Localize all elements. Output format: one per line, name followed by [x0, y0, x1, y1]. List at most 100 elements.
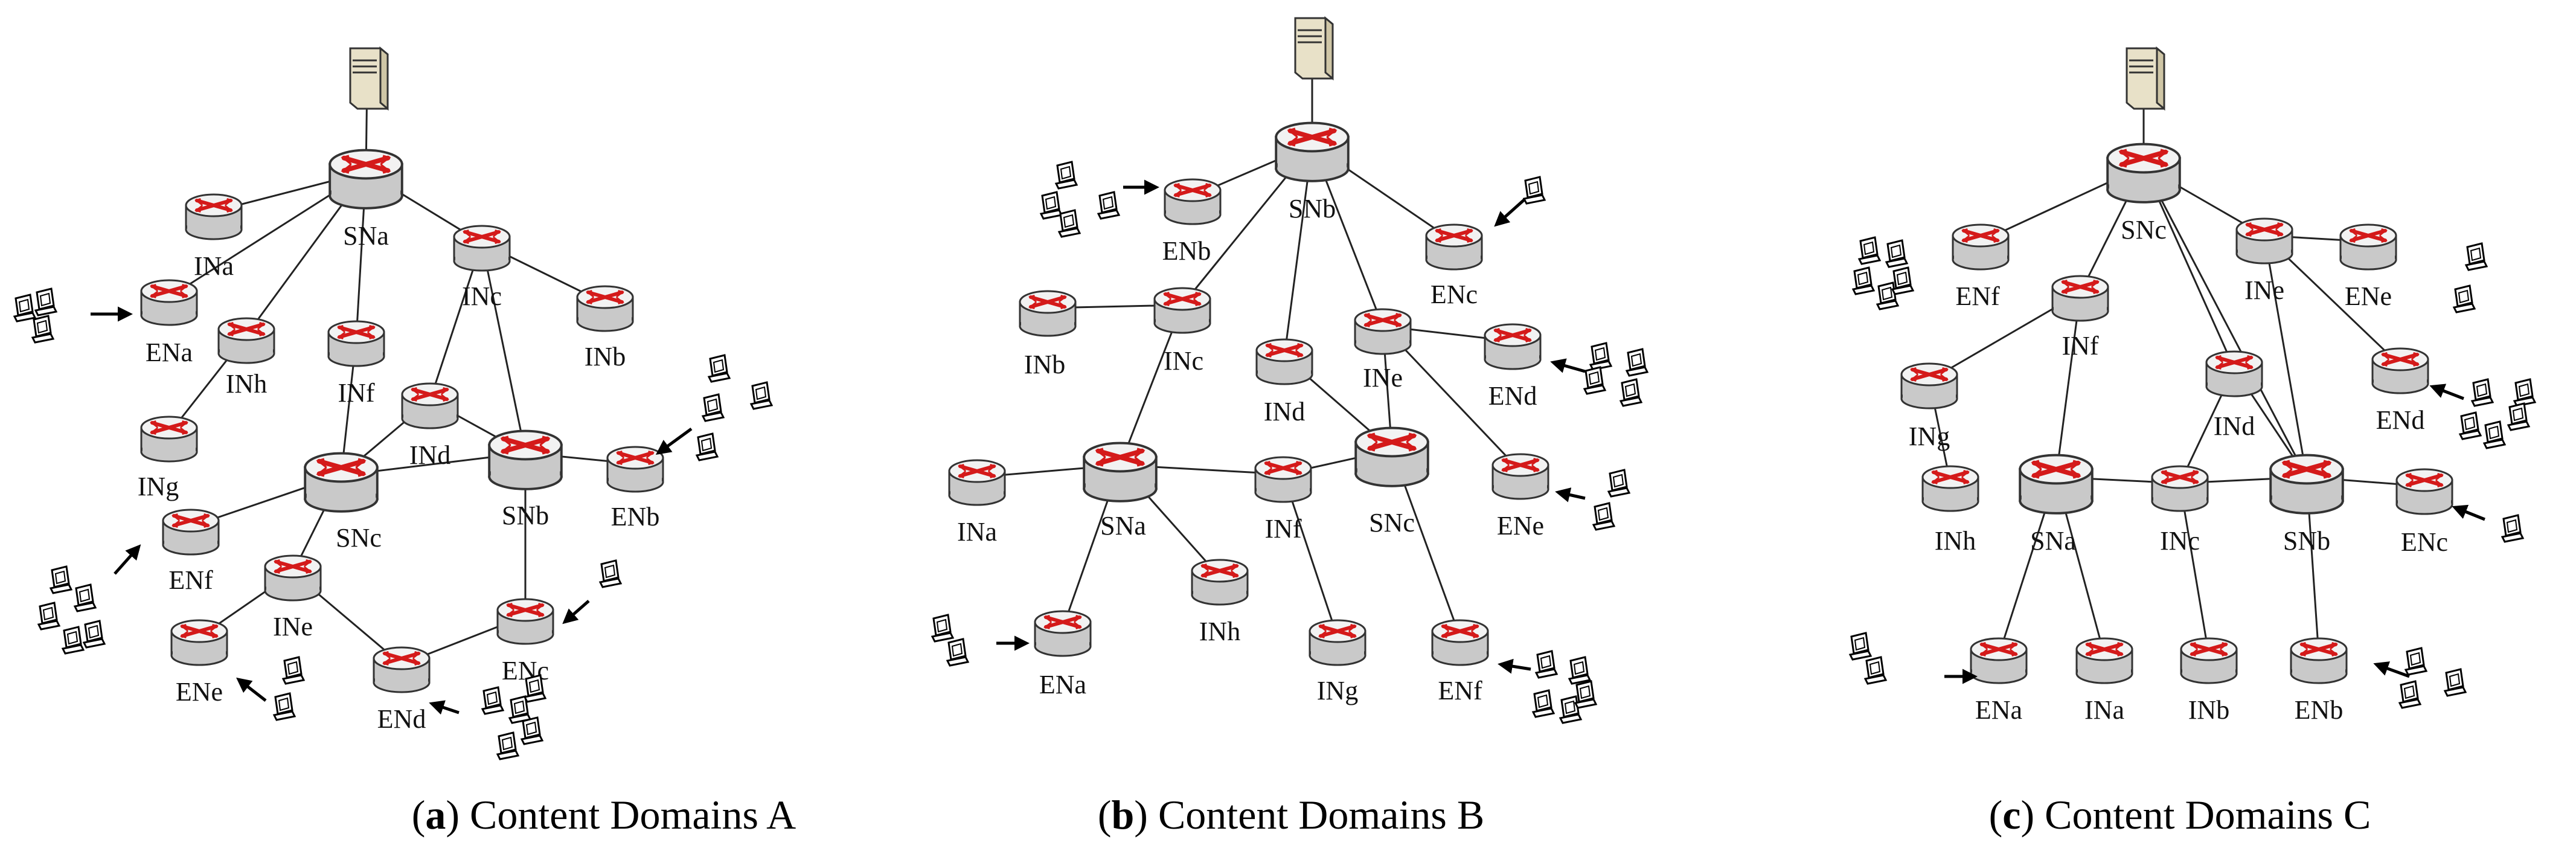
router-icon [498, 599, 553, 644]
arrow-icon [562, 600, 590, 624]
client-computer-icon [273, 692, 296, 721]
node-label-INe: INe [2244, 275, 2284, 305]
node-label-ENf: ENf [168, 565, 213, 595]
router-icon [1971, 638, 2027, 683]
client-computer-icon [1055, 161, 1078, 190]
node-label-INg: INg [1317, 676, 1358, 705]
client-computer-icon [1852, 266, 1875, 295]
server-icon [2126, 47, 2165, 110]
server-icon [1294, 17, 1334, 80]
arrow-icon [114, 544, 141, 575]
router-icon [328, 321, 384, 366]
client-computer-icon [2465, 242, 2488, 271]
router-icon [2397, 469, 2452, 514]
node-label-INc: INc [2160, 526, 2200, 556]
node-label-INd: INd [2214, 411, 2255, 441]
client-computer-icon [708, 354, 731, 383]
node-label-ENb: ENb [611, 502, 660, 531]
caption-c-text: Content Domains C [2045, 792, 2371, 838]
router-icon [2237, 219, 2292, 263]
router-icon [1020, 291, 1075, 336]
node-label-SNa: SNa [343, 221, 389, 251]
node-label-INd: INd [1264, 397, 1305, 426]
client-computer-icon [1864, 656, 1887, 685]
node-label-INe: INe [273, 612, 313, 641]
client-computer-icon [1626, 348, 1648, 377]
client-computer-icon [1885, 239, 1908, 268]
client-computer-icon [34, 287, 57, 316]
node-label-ENd: ENd [377, 704, 426, 734]
link-INe-SNb [2263, 235, 2308, 478]
client-computer-icon [702, 393, 725, 422]
client-computer-icon [13, 294, 36, 323]
router-icon [141, 417, 197, 461]
router-icon [1084, 443, 1156, 501]
router-icon [1035, 611, 1091, 656]
node-label-INg: INg [138, 472, 179, 501]
node-label-INc: INc [1164, 346, 1203, 376]
client-computer-icon [1607, 469, 1630, 498]
node-label-ENe: ENe [2345, 281, 2392, 311]
client-computer-icon [1574, 680, 1597, 709]
client-computer-icon [1535, 650, 1558, 679]
client-computer-icon [599, 559, 622, 588]
node-label-INh: INh [226, 369, 267, 399]
node-label-INb: INb [1024, 350, 1065, 379]
router-icon [2107, 144, 2180, 202]
caption-b: (b) Content Domains B [1098, 792, 1484, 838]
client-computer-icon [37, 602, 60, 631]
arrow-icon [655, 427, 693, 455]
node-label-ENd: ENd [1488, 381, 1537, 411]
node-label-INa: INa [2084, 695, 2124, 725]
node-label-INe: INe [1363, 363, 1403, 393]
router-icon [2077, 638, 2132, 683]
client-computer-icon [74, 583, 97, 612]
client-computer-icon [2398, 680, 2421, 709]
router-icon [305, 454, 377, 512]
caption-a-text: Content Domains A [470, 792, 796, 838]
router-icon [1255, 457, 1311, 502]
client-computer-icon [750, 381, 773, 410]
node-label-INh: INh [1199, 617, 1240, 646]
router-icon [1257, 339, 1312, 384]
router-icon [2341, 225, 2396, 269]
node-label-INf: INf [2062, 331, 2098, 361]
client-computer-icon [2405, 647, 2427, 676]
node-label-INf: INf [1264, 514, 1301, 544]
node-label-INf: INf [338, 378, 374, 408]
client-computer-icon [931, 614, 954, 643]
links-b [976, 48, 1522, 638]
client-computer-icon [83, 620, 106, 649]
arrow-icon [1555, 487, 1586, 502]
link-INc-INb [2179, 483, 2210, 656]
client-computer-icon [1589, 342, 1612, 371]
node-label-ENb: ENb [2295, 695, 2344, 725]
client-computer-icon [50, 565, 72, 594]
router-icon [374, 647, 429, 692]
caption-a-letter: a [425, 792, 446, 838]
router-icon [489, 431, 562, 489]
arrow-icon [1550, 358, 1586, 373]
router-icon [186, 194, 242, 239]
client-computer-icon [1559, 695, 1582, 724]
client-computer-icon [1592, 502, 1615, 531]
arrow-icon [2373, 661, 2410, 678]
node-label-SNc: SNc [2121, 215, 2167, 245]
node-label-SNb: SNb [2283, 526, 2330, 556]
node-label-SNb: SNb [502, 501, 549, 530]
caption-c-letter: c [2002, 792, 2020, 838]
router-icon [2052, 276, 2108, 321]
router-icon [1953, 225, 2008, 269]
router-icon [1155, 288, 1210, 333]
router-icon [2152, 466, 2208, 511]
node-label-ENa: ENa [146, 338, 193, 367]
router-icon [1426, 225, 1482, 269]
client-computer-icon [1058, 209, 1081, 238]
arrow-icon [2429, 384, 2464, 400]
client-computer-icon [1568, 656, 1591, 685]
router-icon [1923, 466, 1978, 511]
